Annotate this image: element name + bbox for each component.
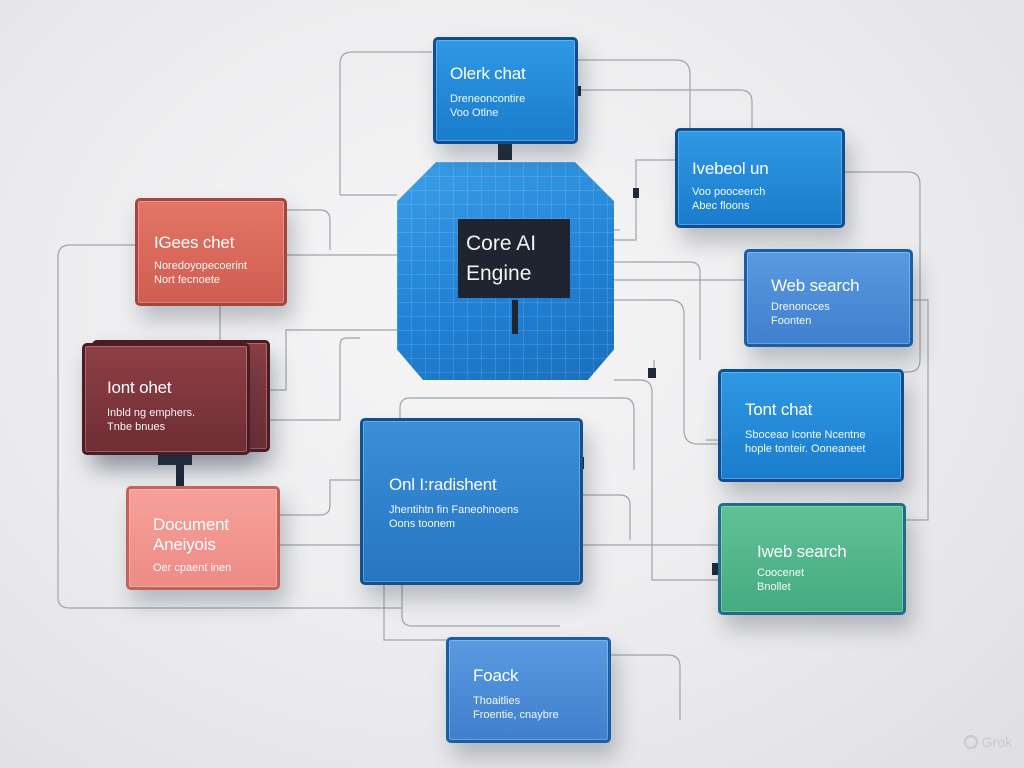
grok-logo-icon	[963, 735, 978, 749]
node-iweb-search[interactable]: Iweb search Coocenet Bnollet	[718, 503, 906, 615]
core-ai-engine-node[interactable]: Core AI Engine	[397, 162, 614, 380]
grok-watermark: Grok	[963, 734, 1012, 750]
node-onl-radishent[interactable]: Onl I:radishent Jhentihtn fin Faneohnoen…	[360, 418, 583, 585]
node-subtitle: Froentie, cnaybre	[473, 709, 559, 721]
node-subtitle: Tnbe bnues	[107, 421, 166, 433]
connector-port	[498, 144, 512, 160]
connector-port	[712, 563, 718, 575]
node-title: Aneiyois	[153, 535, 216, 554]
node-title: Document	[153, 515, 229, 534]
node-subtitle: hople tonteir. Ooneaneet	[745, 443, 866, 455]
node-subtitle: Bnollet	[757, 581, 791, 593]
node-subtitle: Dreneoncontire	[450, 93, 526, 105]
node-title: Foack	[473, 666, 519, 685]
node-subtitle: Coocenet	[757, 567, 805, 579]
node-subtitle: Voo Otlne	[450, 107, 499, 119]
node-foack[interactable]: Foack Thoaitlies Froentie, cnaybre	[446, 637, 611, 743]
node-subtitle: Voo pooceerch	[692, 186, 766, 198]
connector-port	[575, 86, 581, 96]
connector-port	[648, 368, 656, 378]
node-subtitle: Drenoncces	[771, 301, 830, 313]
core-stem	[512, 300, 518, 334]
node-title: Olerk chat	[450, 64, 526, 83]
connector-port	[158, 455, 192, 465]
node-document-analysis[interactable]: Document Aneiyois Oer cpaent inen	[126, 486, 280, 590]
node-iont-ohet[interactable]: Iont ohet Inbld ng emphers. Tnbe bnues	[82, 343, 250, 455]
node-subtitle: Noredoyopecoerint	[154, 260, 247, 272]
node-subtitle: Nort fecnoete	[154, 274, 221, 286]
node-title: Tont chat	[745, 400, 813, 419]
node-title: Ivebeol un	[692, 159, 769, 178]
core-label-line2: Engine	[466, 262, 532, 285]
node-olerk-chat[interactable]: Olerk chat Dreneoncontire Voo Otlne	[433, 37, 578, 144]
node-subtitle: Oons toonem	[389, 518, 456, 530]
node-subtitle: Inbld ng emphers.	[107, 407, 196, 419]
node-title: Iweb search	[757, 542, 847, 561]
node-title: Iont ohet	[107, 378, 172, 397]
node-subtitle: Thoaitlies	[473, 695, 521, 707]
node-tont-chat[interactable]: Tont chat Sboceao Iconte Ncentne hople t…	[718, 369, 904, 482]
connector-port	[176, 462, 184, 486]
node-subtitle: Jhentihtn fin Faneohnoens	[389, 504, 519, 516]
core-label: Core AI Engine	[458, 219, 570, 298]
node-title: Onl I:radishent	[389, 475, 497, 494]
node-title: IGees chet	[154, 233, 235, 252]
watermark-text: Grok	[981, 734, 1012, 750]
node-subtitle: Sboceao Iconte Ncentne	[745, 429, 866, 441]
node-title: Web search	[771, 276, 860, 295]
node-subtitle: Oer cpaent inen	[153, 562, 232, 574]
node-web-search[interactable]: Web search Drenoncces Foonten	[744, 249, 913, 347]
node-igees-chet[interactable]: IGees chet Noredoyopecoerint Nort fecnoe…	[135, 198, 287, 306]
node-subtitle: Abec floons	[692, 200, 750, 212]
node-ivebeol-un[interactable]: Ivebeol un Voo pooceerch Abec floons	[675, 128, 845, 228]
connector-port	[633, 188, 639, 198]
core-label-line1: Core AI	[466, 232, 537, 255]
node-subtitle: Foonten	[771, 315, 812, 327]
